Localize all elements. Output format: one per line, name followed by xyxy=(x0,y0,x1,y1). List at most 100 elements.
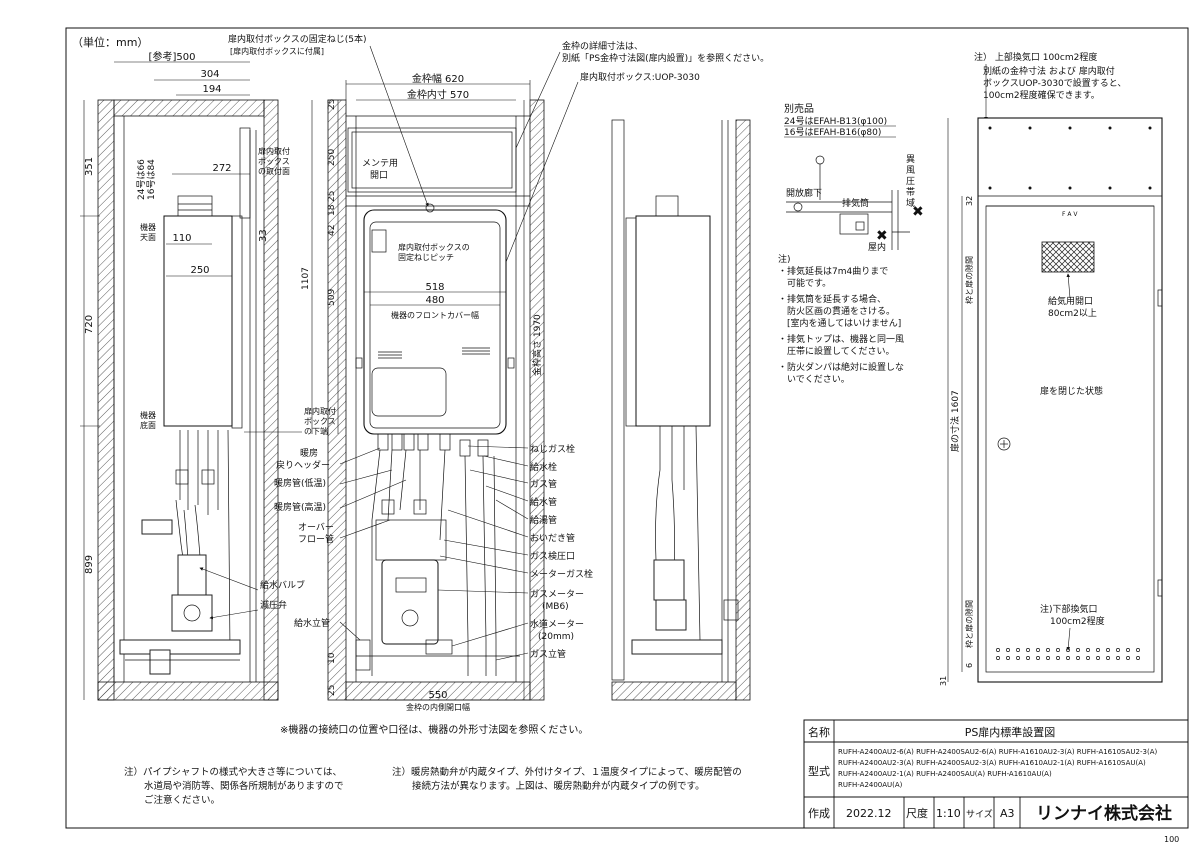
door-note-top-4: 100cm2程度確保できます。 xyxy=(974,89,1100,101)
part-r3: 給水管 xyxy=(530,496,557,508)
part-r8: ガスメーター xyxy=(530,589,584,600)
part-l5: フロー管 xyxy=(298,533,334,545)
pressure-valve-body xyxy=(171,594,213,632)
floor-hatch xyxy=(97,681,279,701)
model-row-4: RUFH-A2400AU(A) xyxy=(838,781,903,789)
dim-1970: 金枠高さ 1970 xyxy=(531,314,543,376)
heater-front-body xyxy=(363,209,507,435)
x-mark-2: ✖ xyxy=(912,204,924,220)
heater-side-body xyxy=(163,215,233,427)
gap-6: 6 xyxy=(965,663,974,668)
mid-note-1a: ・排気延長は7m4曲りまで xyxy=(778,265,888,277)
dim-33: 33 xyxy=(258,229,269,242)
part-l0: 暖房 xyxy=(300,447,318,459)
part-r6: ガス検圧口 xyxy=(530,550,575,562)
dim-509: 509 xyxy=(327,289,337,306)
side-view xyxy=(97,99,279,701)
option-diagram: 別売品 24号はEFAH-B13(φ100) 16号はEFAH-B16(φ80)… xyxy=(784,102,924,253)
box-face-2: ボックス xyxy=(258,157,290,166)
parts-right: ねじガス栓 給水栓 ガス管 給水管 給湯管 おいだき管 ガス検圧口 メーターガス… xyxy=(437,443,593,661)
name-value: PS扉内標準設置図 xyxy=(965,725,1056,739)
box-face-3: の取付面 xyxy=(258,166,290,176)
dim-351: 351 xyxy=(84,157,95,176)
bottom-face-2: 底面 xyxy=(140,420,156,430)
note-left-2: 水道局や消防等、関係各所規制がありますので xyxy=(144,780,344,792)
dim-25b: 25 xyxy=(327,191,337,202)
front-labels: メンテ用 開口 扉内取付ボックスの 固定ねじピッチ 機器のフロントカバー幅 xyxy=(362,158,479,320)
dim-518: 518 xyxy=(425,282,444,293)
box-model: 扉内取付ボックス:UOP-3030 xyxy=(580,71,700,83)
part-r5: おいだき管 xyxy=(530,532,575,544)
gap-bottom-label: 枠と扉の隙間 xyxy=(964,600,974,648)
model-row-3: RUFH-A2400AU2-1(A) RUFH-A2400SAU(A) RUFH… xyxy=(838,770,1052,778)
dim-18: 18 xyxy=(327,204,337,216)
door-mark: F A V xyxy=(1062,211,1078,218)
part-r9: (MB6) xyxy=(542,602,569,612)
dim-550-label: 金枠の内側開口幅 xyxy=(406,702,470,712)
gap-31: 31 xyxy=(939,676,948,686)
ceiling-hatch xyxy=(113,99,265,117)
scale-label: 尺度 xyxy=(906,806,928,820)
left-wall-hatch xyxy=(97,99,115,701)
wind-3: 圧 xyxy=(906,176,915,187)
gap-top-label: 枠と扉の隙間 xyxy=(964,256,974,304)
part-r2: ガス管 xyxy=(530,478,557,490)
dim-304: 304 xyxy=(200,69,219,80)
front-dims: 金枠幅 620 金枠内寸 570 518 480 550 金枠の内側開口幅 25… xyxy=(301,72,543,712)
note-left-3: ご注意ください。 xyxy=(144,794,220,806)
screw-callout-sub: [扉内取付ボックスに付属] xyxy=(230,46,324,56)
box-bottom-1: 扉内取付 xyxy=(304,406,336,416)
side2-wall xyxy=(735,119,751,701)
option-line1: 24号はEFAH-B13(φ100) xyxy=(784,116,887,127)
part-r1: 給水栓 xyxy=(530,461,557,473)
door-note-top-1: 注） 上部換気口 100cm2程度 xyxy=(974,51,1097,63)
option-title: 別売品 xyxy=(784,102,814,115)
door-note-bottom-2: 100cm2程度 xyxy=(1050,615,1105,627)
part-l2: 暖房管(低温) xyxy=(274,477,326,489)
dim-110: 110 xyxy=(172,233,191,244)
front-left-wall xyxy=(327,99,347,701)
part-r4: 給湯管 xyxy=(530,514,557,526)
door-handle xyxy=(997,437,1011,451)
gas-meter xyxy=(381,559,439,645)
dim-550: 550 xyxy=(428,690,447,701)
x-mark-1: ✖ xyxy=(876,228,888,244)
wind-5: 域 xyxy=(906,197,915,209)
dim-250v: 250 xyxy=(327,149,337,166)
mid-note-1b: 可能です。 xyxy=(778,277,831,289)
water-valve-body xyxy=(177,554,207,596)
box-face-1: 扉内取付 xyxy=(258,146,290,156)
scale-value: 1:10 xyxy=(936,807,961,820)
door-view: 注） 上部換気口 100cm2程度 別紙の金枠寸法 および 扉内取付 ボックスU… xyxy=(939,51,1163,686)
supply-2: 80cm2以上 xyxy=(1048,308,1097,319)
part-r10: 水道メーター xyxy=(530,618,584,630)
dim-frame-width: 金枠幅 620 xyxy=(412,72,464,85)
model-label: 型式 xyxy=(808,764,830,778)
mid-note-4a: ・防火ダンパは絶対に設置しな xyxy=(778,361,904,373)
connection-note: ※機器の接続口の位置や口径は、機器の外形寸法図を参照ください。 xyxy=(280,723,588,736)
maint-2: 開口 xyxy=(370,170,388,181)
size-value: A3 xyxy=(1000,807,1015,820)
front-view xyxy=(327,99,545,701)
cover-label: 機器のフロントカバー幅 xyxy=(391,310,479,320)
page-number: 100 xyxy=(1164,835,1179,844)
mid-notes: 注) ・排気延長は7m4曲りまで 可能です。 ・排気筒を延長する場合、 防火区画… xyxy=(778,253,904,385)
door-closed-label: 扉を閉じた状態 xyxy=(1040,385,1103,397)
part-l3: 暖房管(高温) xyxy=(274,501,326,513)
option-line2: 16号はEFAH-B16(φ80) xyxy=(784,127,881,138)
corridor-label: 開放廊下 xyxy=(786,187,822,199)
bottom-notes: ※機器の接続口の位置や口径は、機器の外形寸法図を参照ください。 注）パイプシャフ… xyxy=(124,723,742,806)
pitch-2: 固定ねじピッチ xyxy=(398,252,454,262)
mid-note-4b: いでください。 xyxy=(778,374,850,385)
mid-note-2a: ・排気筒を延長する場合、 xyxy=(778,293,886,305)
dim-25a: 25 xyxy=(327,99,337,110)
front-panel-tab xyxy=(371,229,387,253)
size-label: サイズ xyxy=(966,808,993,820)
part-l1: 戻りヘッダー xyxy=(276,459,330,471)
date-value: 2022.12 xyxy=(846,807,892,820)
mid-note-head: 注) xyxy=(778,253,791,265)
screw-callout: 扉内取付ボックスの固定ねじ(5本) xyxy=(228,33,366,45)
unit-label: （単位：mm） xyxy=(72,35,148,49)
wind-4: 帯 xyxy=(906,186,915,198)
